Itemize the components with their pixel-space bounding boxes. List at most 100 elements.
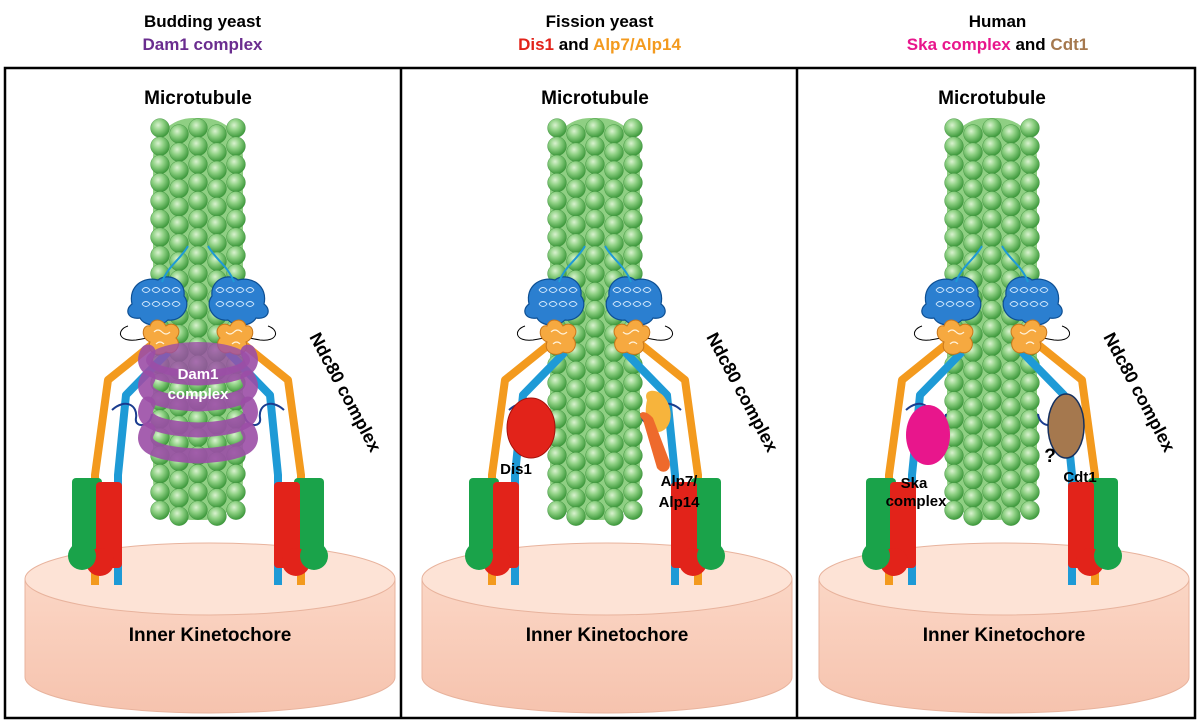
tubulin-subunit xyxy=(169,160,189,180)
tubulin-subunit xyxy=(944,209,964,229)
tubulin-subunit xyxy=(188,282,208,302)
tubulin-subunit xyxy=(226,136,246,156)
tubulin-subunit xyxy=(623,446,643,466)
tubulin-subunit xyxy=(547,482,567,502)
tubulin-subunit xyxy=(623,118,643,138)
ndc80-head-texture xyxy=(235,301,245,307)
dam1-ring xyxy=(138,422,258,464)
ndc80-tail-strand xyxy=(955,245,983,283)
tubulin-subunit xyxy=(982,136,1002,156)
ndc80-tail-strand xyxy=(558,245,586,283)
tubulin-subunit xyxy=(566,142,586,162)
tubulin-subunit xyxy=(604,415,624,435)
ndc80-head-texture xyxy=(1019,287,1029,293)
tubulin-subunit xyxy=(188,136,208,156)
tubulin-subunit xyxy=(623,227,643,247)
tubulin-subunit xyxy=(604,452,624,472)
tubulin-subunit xyxy=(623,191,643,211)
tubulin-subunit xyxy=(982,173,1002,193)
ndc80-left-head xyxy=(914,245,983,355)
ndc80-head-texture xyxy=(245,301,255,307)
tubulin-subunit xyxy=(226,191,246,211)
tubulin-subunit xyxy=(623,427,643,447)
ndc80-head-texture xyxy=(965,287,975,293)
tubulin-subunit xyxy=(1020,409,1040,429)
tubulin-subunit xyxy=(982,409,1002,429)
tubulin-subunit xyxy=(150,227,170,247)
ska-label-line2: complex xyxy=(886,493,948,510)
tubulin-subunit xyxy=(566,397,586,417)
tubulin-subunit xyxy=(169,251,189,271)
tubulin-subunit xyxy=(566,215,586,235)
tubulin-subunit xyxy=(226,245,246,265)
inner-kinetochore-body xyxy=(818,578,1190,714)
tubulin-subunit xyxy=(623,482,643,502)
tubulin-subunit xyxy=(944,227,964,247)
alp14-shape xyxy=(640,412,670,472)
subtitle-fission: Dis1 and Alp7/Alp14 xyxy=(402,33,797,56)
ndc80-head-texture xyxy=(235,287,245,293)
tubulin-subunit xyxy=(944,191,964,211)
title-human: Human xyxy=(968,12,1027,31)
tubulin-subunit xyxy=(585,136,605,156)
tubulin-subunit xyxy=(982,391,1002,411)
tubulin-subunit xyxy=(207,251,227,271)
tubulin-subunit xyxy=(547,209,567,229)
tubulin-subunit xyxy=(207,197,227,217)
tubulin-subunit xyxy=(547,118,567,138)
tubulin-subunit xyxy=(566,433,586,453)
tubulin-subunit xyxy=(585,355,605,375)
ndc80-right-head xyxy=(604,245,673,355)
dam1-ring xyxy=(138,370,258,412)
tubulin-subunit xyxy=(226,118,246,138)
tubulin-subunit xyxy=(1001,215,1021,235)
subtitle-human: Ska complex and Cdt1 xyxy=(800,33,1195,56)
tubulin-subunit xyxy=(188,300,208,320)
tubulin-subunit xyxy=(982,264,1002,284)
tubulin-subunit xyxy=(150,500,170,520)
tubulin-subunit xyxy=(944,500,964,520)
ndc80-tail-strand xyxy=(161,245,189,283)
tubulin-subunit xyxy=(547,245,567,265)
tubulin-subunit xyxy=(188,318,208,338)
tubulin-subunit xyxy=(207,470,227,490)
nuf2-green-domain xyxy=(469,478,499,558)
tubulin-subunit xyxy=(169,470,189,490)
tubulin-subunit xyxy=(963,124,983,144)
tubulin-subunit xyxy=(169,197,189,217)
ndc80-right-stalk xyxy=(620,326,725,585)
tubulin-subunit xyxy=(1020,373,1040,393)
tubulin-subunit xyxy=(150,464,170,484)
header-human: Human Ska complex and Cdt1 xyxy=(800,10,1195,56)
ndc80-head-texture xyxy=(161,287,171,293)
ndc80-orange-texture xyxy=(153,329,171,345)
tubulin-subunit xyxy=(982,118,1002,138)
dam1-complex-rings xyxy=(138,342,258,464)
tubulin-subunit xyxy=(982,282,1002,302)
ndc80-orange-texture xyxy=(947,329,965,345)
ndc80-blue-head xyxy=(921,276,982,326)
ndc80-head-texture xyxy=(632,287,642,293)
tubulin-subunit xyxy=(169,124,189,144)
alp-label-line1: Alp7/ xyxy=(661,473,699,490)
tubulin-subunit xyxy=(944,373,964,393)
tubulin-subunit xyxy=(169,215,189,235)
tubulin-subunit xyxy=(1020,391,1040,411)
tubulin-subunit xyxy=(604,124,624,144)
tubulin-subunit xyxy=(1001,415,1021,435)
tubulin-subunit xyxy=(226,482,246,502)
ndc80-head-texture xyxy=(622,301,632,307)
dam1-label-line1: Dam1 xyxy=(178,366,219,383)
microtubule-label: Microtubule xyxy=(938,88,1046,109)
tubulin-subunit xyxy=(585,264,605,284)
tubulin-subunit xyxy=(604,379,624,399)
tubulin-subunit xyxy=(207,215,227,235)
tubulin-subunit xyxy=(207,160,227,180)
tubulin-subunit xyxy=(188,154,208,174)
tubulin-subunit xyxy=(1001,142,1021,162)
tubulin-subunit xyxy=(547,373,567,393)
tubulin-subunit xyxy=(188,118,208,138)
